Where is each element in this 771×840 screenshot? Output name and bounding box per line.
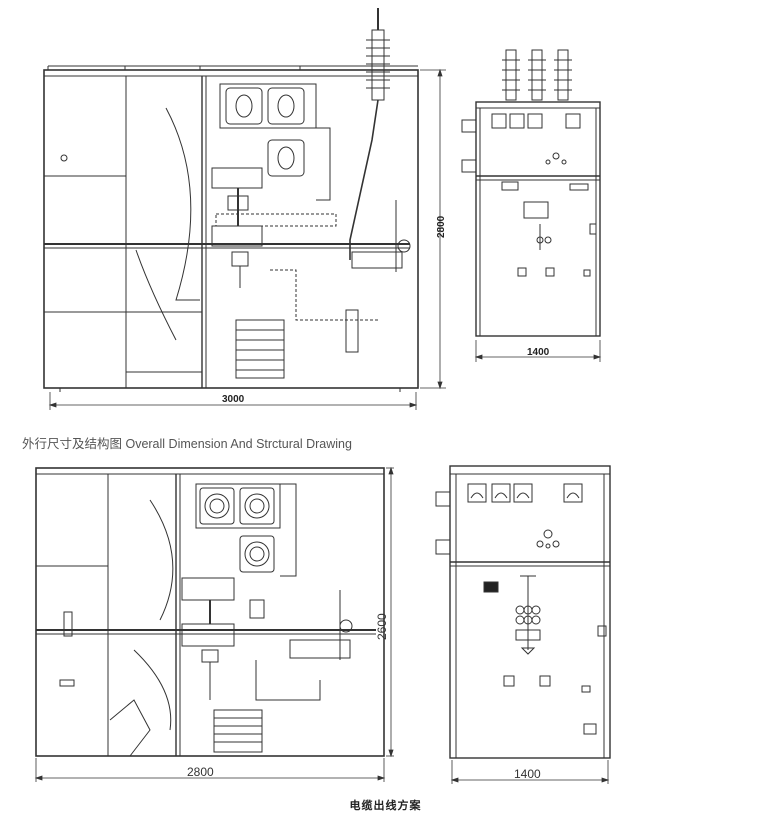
top-front-width-dimension xyxy=(474,340,602,362)
bottom-height-dimension xyxy=(386,466,394,758)
drawing-caption: 外行尺寸及结构图 Overall Dimension And Strctural… xyxy=(22,437,352,451)
bottom-height-label: 2600 xyxy=(375,613,389,640)
bottom-front-width-label: 1400 xyxy=(514,767,541,781)
top-front-width-label: 1400 xyxy=(527,347,550,358)
bottom-side-view xyxy=(35,467,385,757)
top-width-dimension xyxy=(48,392,418,410)
bottom-width-label: 2800 xyxy=(187,765,214,779)
top-side-view xyxy=(43,8,419,392)
top-width-label: 3000 xyxy=(222,394,245,405)
top-height-dimension xyxy=(420,68,446,390)
bottom-front-width-dimension xyxy=(450,760,610,784)
bottom-front-view xyxy=(435,465,611,759)
top-front-view xyxy=(461,49,601,337)
top-height-label: 2800 xyxy=(436,215,447,238)
bottom-width-dimension xyxy=(34,758,386,782)
cable-outlet-title: 电缆出线方案 xyxy=(349,799,422,812)
